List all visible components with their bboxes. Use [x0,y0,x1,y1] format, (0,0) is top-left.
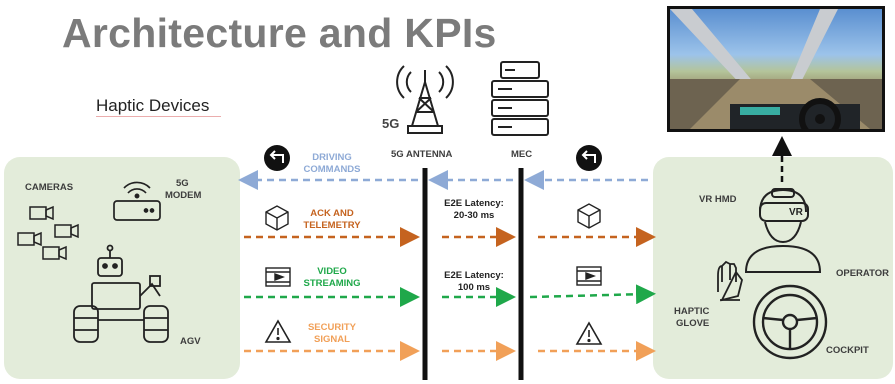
antenna-badge: 5G [382,116,400,131]
driving-line-2: COMMANDS [303,164,361,175]
video-latency-line-1: E2E Latency: [444,270,504,281]
haptic-devices-heading: Haptic Devices [96,96,210,115]
ack-line-2: TELEMETRY [303,220,361,231]
camera-icons [17,205,79,261]
warning-icon-left [264,319,292,343]
haptic-heading-underline [96,116,221,117]
page-title: Architecture and KPIs [62,10,497,56]
modem-label-2: MODEM [165,190,202,201]
vr-hmd-label: VR HMD [699,194,737,205]
driving-line-1: DRIVING [312,152,352,163]
vr-view-screenshot [667,6,885,132]
video-latency-line-2: 100 ms [457,282,491,293]
video-line-1: VIDEO [317,266,347,277]
antenna-label: 5G ANTENNA [391,149,453,160]
cockpit-label: COCKPIT [826,345,869,356]
security-line-2: SIGNAL [314,334,350,345]
ack-latency-label: E2E Latency: 20-30 ms [436,198,512,222]
ack-line-1: ACK AND [310,208,354,219]
steering-wheel-icon [752,284,828,360]
vr-badge: VR [789,207,803,218]
operator-icon [744,188,822,273]
video-icon-left [265,267,291,287]
haptic-glove-label-2: GLOVE [676,318,710,329]
ack-latency-line-1: E2E Latency: [444,198,504,209]
modem-label-1: 5G [176,178,189,189]
mec-server-icon [491,61,549,136]
driving-commands-label: DRIVING COMMANDS [300,152,364,176]
package-icon-left [265,205,289,231]
video-line-2: STREAMING [303,278,361,289]
operator-label: OPERATOR [836,268,889,279]
video-latency-label: E2E Latency: 100 ms [436,270,512,294]
agv-label: AGV [180,336,201,347]
video-arrow-right [529,284,656,305]
return-icon-right [576,145,602,171]
ack-telemetry-label: ACK AND TELEMETRY [300,208,364,232]
vr-scene [670,9,882,129]
modem-icon [113,181,161,221]
video-streaming-label: VIDEO STREAMING [300,266,364,290]
mec-label: MEC [511,149,533,160]
haptic-glove-label-1: HAPTIC [674,306,710,317]
return-icon-left [264,145,290,171]
video-icon-right [576,266,602,286]
package-icon-right [577,203,601,229]
agv-robot-icon [73,244,169,343]
security-signal-label: SECURITY SIGNAL [300,322,364,346]
ack-latency-line-2: 20-30 ms [453,210,495,221]
antenna-tower-icon [396,65,454,134]
security-line-1: SECURITY [307,322,357,333]
haptic-glove-icon [717,260,743,302]
cameras-label: CAMERAS [25,182,74,193]
warning-icon-right [575,321,603,345]
